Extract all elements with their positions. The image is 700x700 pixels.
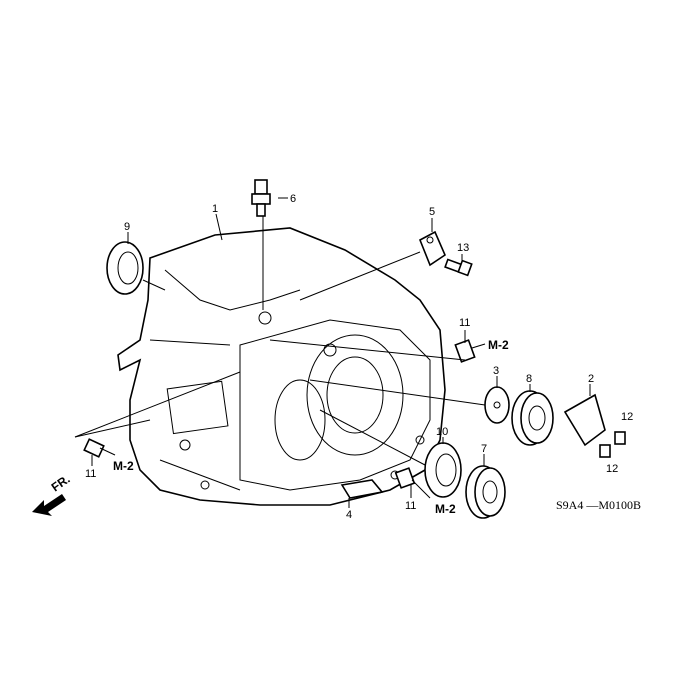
callout-11b: 11 — [85, 468, 96, 480]
oil-seal-part-10 — [424, 442, 462, 498]
oil-seal-part-9 — [106, 241, 144, 295]
plate-part-4 — [340, 479, 384, 499]
switch-part-6 — [251, 179, 271, 217]
callout-11c: 11 — [405, 500, 416, 512]
callout-4: 4 — [346, 509, 352, 521]
callout-12a: 12 — [621, 411, 633, 423]
callout-2: 2 — [588, 373, 594, 385]
callout-10: 10 — [436, 426, 448, 438]
ref-m2-b: M-2 — [113, 459, 134, 473]
diagram-code: S9A4 —M0100B — [556, 498, 641, 512]
callout-7: 7 — [481, 443, 487, 455]
callout-1: 1 — [212, 203, 218, 215]
callout-8: 8 — [526, 373, 532, 385]
callout-9: 9 — [124, 221, 130, 233]
bearing-part-7 — [465, 465, 506, 519]
front-label: FR. — [49, 472, 73, 495]
bolt-part-13 — [444, 258, 473, 277]
callout-11a: 11 — [459, 317, 470, 329]
plate-part-2 — [563, 393, 626, 458]
leader-lines — [74, 197, 591, 508]
callout-13: 13 — [457, 242, 469, 254]
bracket-part-5 — [418, 230, 447, 267]
ref-m2-c: M-2 — [435, 502, 456, 516]
front-arrow-icon — [32, 494, 66, 516]
bearing-part-8 — [511, 390, 554, 446]
ref-m2-a: M-2 — [488, 338, 509, 352]
callout-6: 6 — [290, 193, 296, 205]
callout-3: 3 — [493, 365, 499, 377]
callout-5: 5 — [429, 206, 435, 218]
shim-part-3 — [484, 386, 510, 424]
clutch-housing — [117, 227, 446, 506]
callout-12b: 12 — [606, 463, 618, 475]
dowel-pins-part-11 — [83, 339, 476, 489]
